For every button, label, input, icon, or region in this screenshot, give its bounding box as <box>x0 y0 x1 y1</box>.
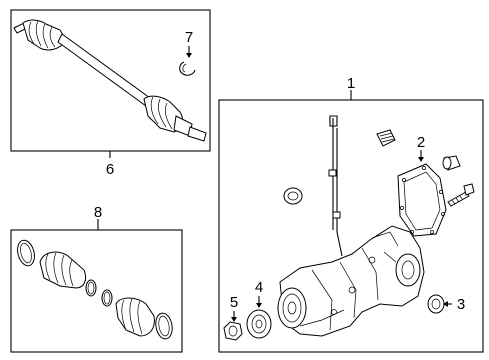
mounting-bolt[interactable] <box>447 183 475 207</box>
leader-3-arrow <box>443 301 448 307</box>
leader-7-arrow <box>186 53 192 58</box>
leader-2-arrow <box>418 157 424 162</box>
boot-clamp-outer[interactable] <box>154 312 174 340</box>
callout-3: 3 <box>457 296 465 313</box>
rear-cover-2[interactable] <box>397 163 447 237</box>
pinion-seal-4[interactable] <box>246 309 272 339</box>
leader-5-arrow <box>231 317 237 322</box>
box-bootkit <box>10 229 183 353</box>
callout-5: 5 <box>230 294 238 311</box>
leader-4-arrow <box>256 303 262 308</box>
boot-clamp-small-2[interactable] <box>101 289 113 307</box>
pinion-nut-5[interactable] <box>223 321 243 341</box>
callout-8: 8 <box>94 204 102 221</box>
boot-clamp-large[interactable] <box>15 238 37 267</box>
differential-housing[interactable] <box>277 225 425 337</box>
callout-2: 2 <box>417 134 425 151</box>
breather-bolt[interactable] <box>376 129 396 147</box>
bushing[interactable] <box>442 155 461 171</box>
axle-seal-3[interactable] <box>427 294 445 314</box>
snap-ring-7[interactable] <box>179 61 196 76</box>
vent-hose[interactable] <box>328 115 343 257</box>
inner-boot[interactable] <box>39 251 87 289</box>
seal-small[interactable] <box>283 187 303 205</box>
halfshaft-assembly[interactable] <box>13 19 207 142</box>
callout-6: 6 <box>106 161 114 178</box>
callout-1: 1 <box>347 75 355 92</box>
callout-4: 4 <box>255 279 263 296</box>
outer-boot[interactable] <box>115 297 155 337</box>
callout-7: 7 <box>185 29 193 46</box>
boot-clamp-small-1[interactable] <box>85 279 97 297</box>
